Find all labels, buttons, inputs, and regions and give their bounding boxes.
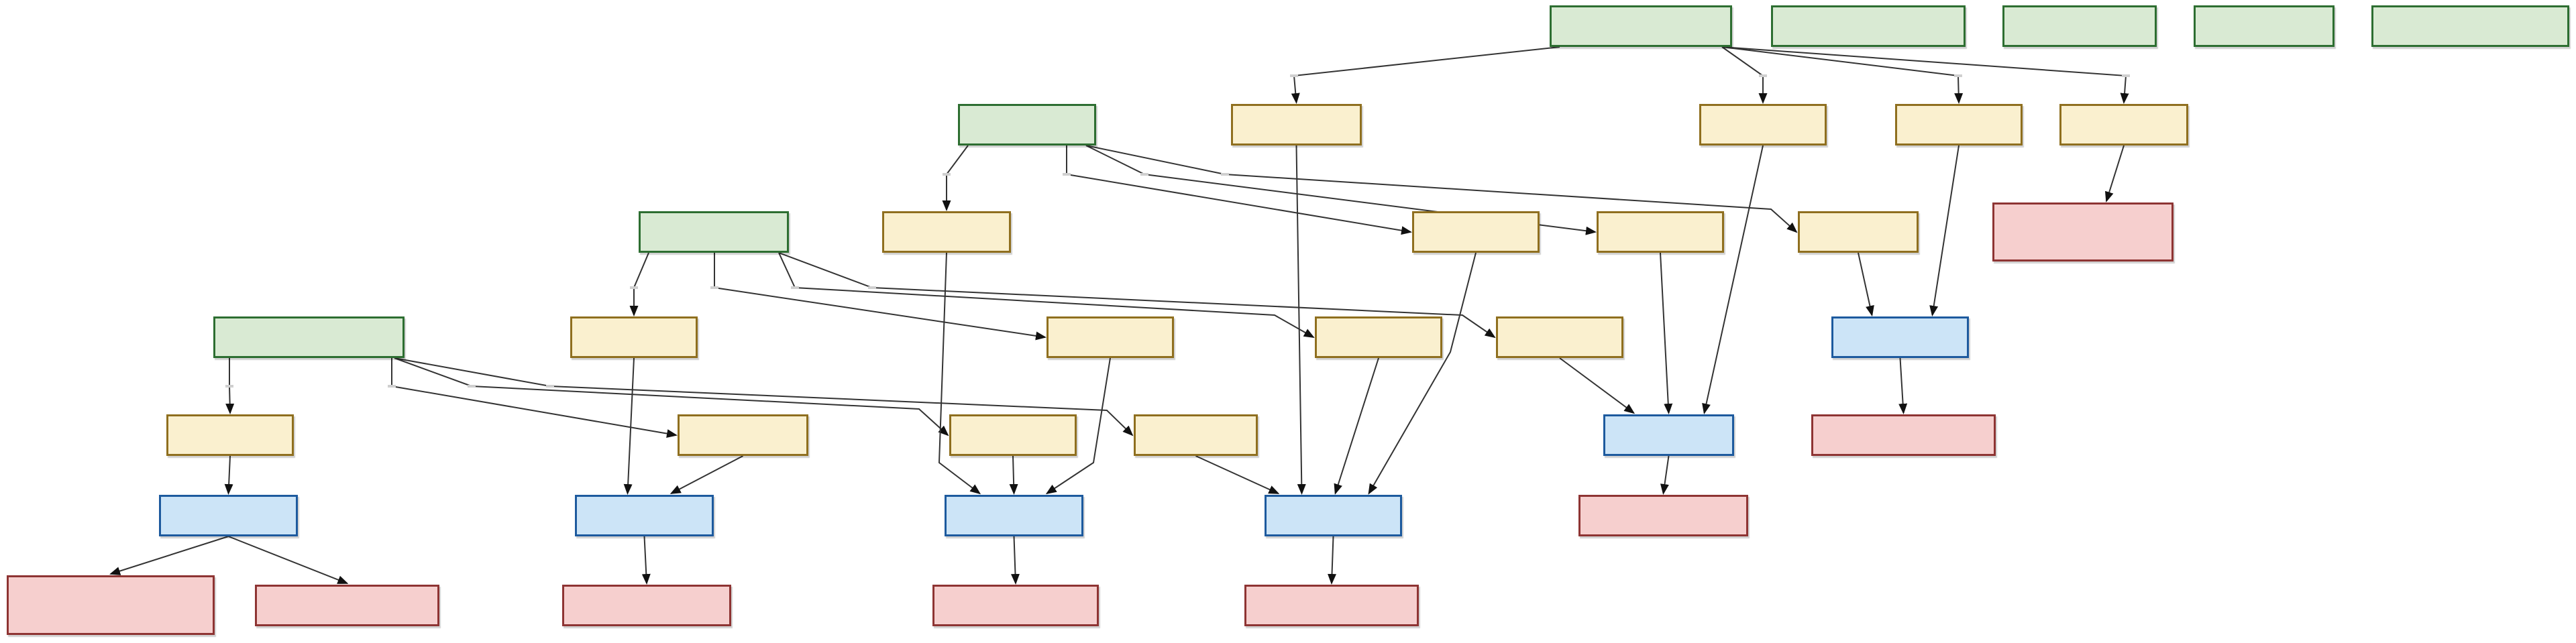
edge-x3-to-q1_3 <box>394 357 949 436</box>
node-q0_2 <box>1496 316 1623 358</box>
node-fa_p6 <box>159 495 298 536</box>
edge-q2_0-to-fa_p2 <box>1702 145 1764 414</box>
node-fa_p1 <box>1831 316 1969 358</box>
node-q1_1 <box>1597 211 1724 253</box>
edge-label-l_x0_y0 <box>2122 74 2130 77</box>
node-q3_0 <box>1231 104 1362 145</box>
node-p2 <box>1578 495 1748 536</box>
edge-x1-to-q3_1 <box>942 145 969 211</box>
node-q2_2 <box>1046 316 1174 358</box>
node-x0 <box>1550 5 1732 47</box>
node-q1_0 <box>1895 104 2023 145</box>
edge-fa_p3-to-p3 <box>1328 536 1336 585</box>
edge-q0_2-to-fa_p2 <box>1559 357 1635 414</box>
edge-q1_0-to-fa_p1 <box>1929 145 1960 316</box>
edge-x3-to-q0_3 <box>394 357 1134 436</box>
node-fa_p3 <box>1265 495 1402 536</box>
edge-q2_3-to-fa_p5 <box>669 455 743 494</box>
node-p7 <box>7 575 215 635</box>
edge-q0_3-to-fa_p3 <box>1195 455 1280 494</box>
node-x3 <box>213 316 405 358</box>
edge-fa_p6-to-p7 <box>109 536 229 575</box>
edge-fa_p1-to-p1 <box>1898 357 1908 414</box>
edge-label-l_x3_y3 <box>225 385 233 388</box>
edge-q3_0-to-fa_p3 <box>1295 145 1306 495</box>
edge-q0_1-to-fa_p1 <box>1858 252 1874 316</box>
node-q0_0 <box>2059 104 2188 145</box>
node-y2 <box>2002 5 2157 47</box>
edge-label-l_x2_y1 <box>791 286 799 289</box>
edge-label-l_x2_y2 <box>710 286 718 289</box>
edge-label-l_x2_y0 <box>868 286 876 289</box>
edge-label-l_x0_y2 <box>1759 74 1767 77</box>
node-fa_p2 <box>1603 414 1734 456</box>
node-x1 <box>958 104 1096 145</box>
node-q3_1 <box>882 211 1011 253</box>
edge-q0_0-to-p0 <box>2104 145 2125 202</box>
edge-q3_2-to-fa_p5 <box>623 357 635 495</box>
edge-x2-to-q1_2 <box>778 252 1315 338</box>
edge-x1-to-q0_1 <box>1085 145 1798 233</box>
edge-label-l_x1_y1 <box>1140 173 1148 176</box>
edge-x0-to-q0_0 <box>1721 46 2129 104</box>
node-y3 <box>1771 5 1966 47</box>
edge-label-l_x3_y1 <box>468 385 476 388</box>
edge-x0-to-q3_0 <box>1291 46 1560 104</box>
node-fa_p5 <box>575 495 714 536</box>
edge-q2_2-to-fa_p4 <box>1045 357 1111 495</box>
node-q3_3 <box>166 414 294 456</box>
node-p0 <box>1992 202 2174 261</box>
edge-x2-to-q0_2 <box>778 252 1496 339</box>
edge-x1-to-q2_1 <box>1066 145 1412 235</box>
node-q1_2 <box>1315 316 1442 358</box>
edge-label-l_x3_y2 <box>388 385 396 388</box>
edge-q2_1-to-fa_p3 <box>1368 252 1477 495</box>
node-q0_3 <box>1134 414 1258 456</box>
edge-label-l_x3_y0 <box>546 385 554 388</box>
node-fa_p4 <box>945 495 1083 536</box>
node-x2 <box>639 211 789 253</box>
edge-label-l_x1_y3 <box>943 173 951 176</box>
edge-q3_3-to-fa_p6 <box>224 455 233 495</box>
edge-q3_1-to-fa_p4 <box>938 252 981 495</box>
edge-x0-to-q2_0 <box>1721 46 1768 104</box>
edge-label-l_x0_y1 <box>1954 74 1962 77</box>
edge-x2-to-q2_2 <box>714 253 1046 341</box>
node-q2_1 <box>1412 211 1540 253</box>
edge-x2-to-q3_2 <box>629 252 649 316</box>
edge-label-l_x1_y0 <box>1221 173 1229 176</box>
edge-label-l_x1_y2 <box>1063 173 1071 176</box>
node-q0_1 <box>1798 211 1919 253</box>
node-y0 <box>2371 5 2569 47</box>
node-q2_0 <box>1699 104 1827 145</box>
node-p3 <box>1244 585 1419 626</box>
edge-label-l_x0_y3 <box>1290 74 1298 77</box>
node-p4 <box>932 585 1099 626</box>
edge-fa_p2-to-p2 <box>1660 455 1670 495</box>
edge-q1_1-to-fa_p2 <box>1660 252 1673 414</box>
node-p5 <box>562 585 731 626</box>
node-q3_2 <box>570 316 698 358</box>
edge-fa_p5-to-p5 <box>641 536 651 585</box>
node-y1 <box>2194 5 2334 47</box>
node-p1 <box>1811 414 1996 456</box>
edge-q1_2-to-fa_p3 <box>1334 357 1379 495</box>
edge-q1_3-to-fa_p4 <box>1009 455 1018 495</box>
node-q2_3 <box>678 414 808 456</box>
edge-label-l_x2_y3 <box>630 286 638 289</box>
node-p6 <box>255 585 439 626</box>
edge-fa_p6-to-p6 <box>228 536 349 584</box>
node-q1_3 <box>949 414 1077 456</box>
edge-fa_p4-to-p4 <box>1011 536 1020 585</box>
